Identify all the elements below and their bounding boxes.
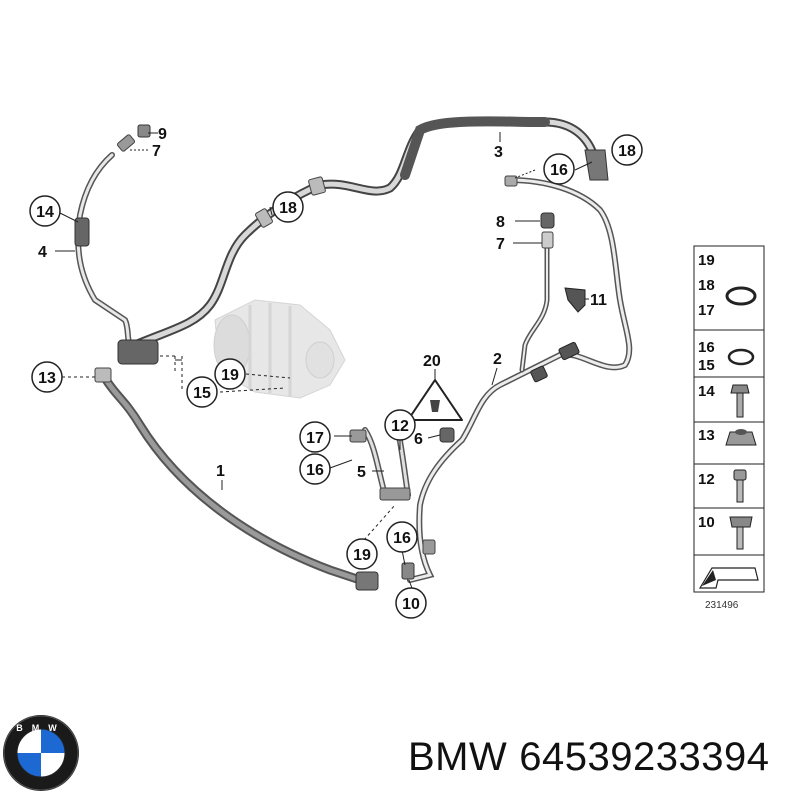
callout-1: 1 — [216, 463, 225, 480]
callout-2: 2 — [493, 351, 502, 368]
svg-text:12: 12 — [391, 418, 409, 435]
valve-6 — [439, 427, 455, 443]
svg-text:13: 13 — [38, 370, 56, 387]
callout-19a: 19 — [214, 358, 246, 390]
legend-row-screw-14: 14 — [698, 383, 750, 418]
line-3 — [117, 116, 609, 365]
callout-7b: 7 — [496, 236, 505, 253]
svg-text:17: 17 — [698, 302, 715, 319]
callout-3: 3 — [494, 144, 503, 161]
callout-20: 20 — [423, 353, 441, 370]
legend-arrow-icon — [698, 567, 759, 589]
reference-number: 231496 — [705, 600, 739, 611]
callout-17: 17 — [299, 421, 331, 453]
callout-13: 13 — [31, 361, 63, 393]
line-2 — [407, 175, 633, 583]
legend-row-seal-ring: 19 18 17 — [698, 252, 757, 319]
parts-legend: 19 18 17 16 15 14 13 12 10 — [693, 245, 765, 611]
callout-9: 9 — [158, 126, 167, 143]
svg-text:12: 12 — [698, 471, 715, 488]
callout-6: 6 — [414, 431, 423, 448]
callout-4: 4 — [38, 244, 47, 261]
callout-7a: 7 — [152, 143, 161, 160]
svg-text:19: 19 — [221, 367, 239, 384]
legend-row-bolt-10: 10 — [698, 514, 753, 550]
svg-text:16: 16 — [698, 339, 715, 356]
bmw-logo: BMW — [3, 715, 79, 791]
svg-text:15: 15 — [698, 357, 715, 374]
legend-row-nut-13: 13 — [698, 427, 757, 446]
svg-text:16: 16 — [393, 530, 411, 547]
hose-1 — [94, 367, 379, 591]
svg-text:19: 19 — [353, 547, 371, 564]
callout-16c: 16 — [386, 521, 418, 553]
bmw-logo-lettering: BMW — [16, 723, 66, 733]
svg-text:18: 18 — [698, 277, 715, 294]
svg-text:16: 16 — [306, 462, 324, 479]
callout-14: 14 — [29, 195, 61, 227]
legend-row-o-ring: 16 15 — [698, 339, 755, 374]
brand-name: BMW — [408, 735, 508, 779]
svg-text:19: 19 — [698, 252, 715, 269]
svg-text:10: 10 — [698, 514, 715, 531]
svg-text:14: 14 — [36, 204, 54, 221]
callout-5: 5 — [357, 464, 366, 481]
svg-text:15: 15 — [193, 385, 211, 402]
callout-16b: 16 — [299, 453, 331, 485]
callout-18b: 18 — [611, 134, 643, 166]
callout-11: 11 — [590, 292, 607, 309]
callout-16a: 16 — [543, 153, 575, 185]
callout-18a: 18 — [272, 191, 304, 223]
callout-19b: 19 — [346, 538, 378, 570]
svg-text:10: 10 — [402, 596, 420, 613]
svg-text:16: 16 — [550, 162, 568, 179]
warning-triangle-icon — [407, 369, 463, 421]
svg-text:13: 13 — [698, 427, 715, 444]
callout-8: 8 — [496, 214, 505, 231]
callout-10: 10 — [395, 587, 427, 619]
part-number: 64539233394 — [519, 735, 770, 779]
svg-text:18: 18 — [279, 200, 297, 217]
line-7-8 — [519, 212, 555, 373]
svg-text:14: 14 — [698, 383, 715, 400]
fitting-10-16 — [401, 562, 415, 580]
legend-row-bolt-12: 12 — [698, 469, 747, 503]
callout-12: 12 — [384, 409, 416, 441]
svg-text:17: 17 — [306, 430, 324, 447]
compressor-illustration — [213, 299, 346, 399]
line-4 — [74, 124, 151, 358]
sensor-11 — [564, 287, 586, 313]
callout-15: 15 — [186, 376, 218, 408]
svg-text:18: 18 — [618, 143, 636, 160]
